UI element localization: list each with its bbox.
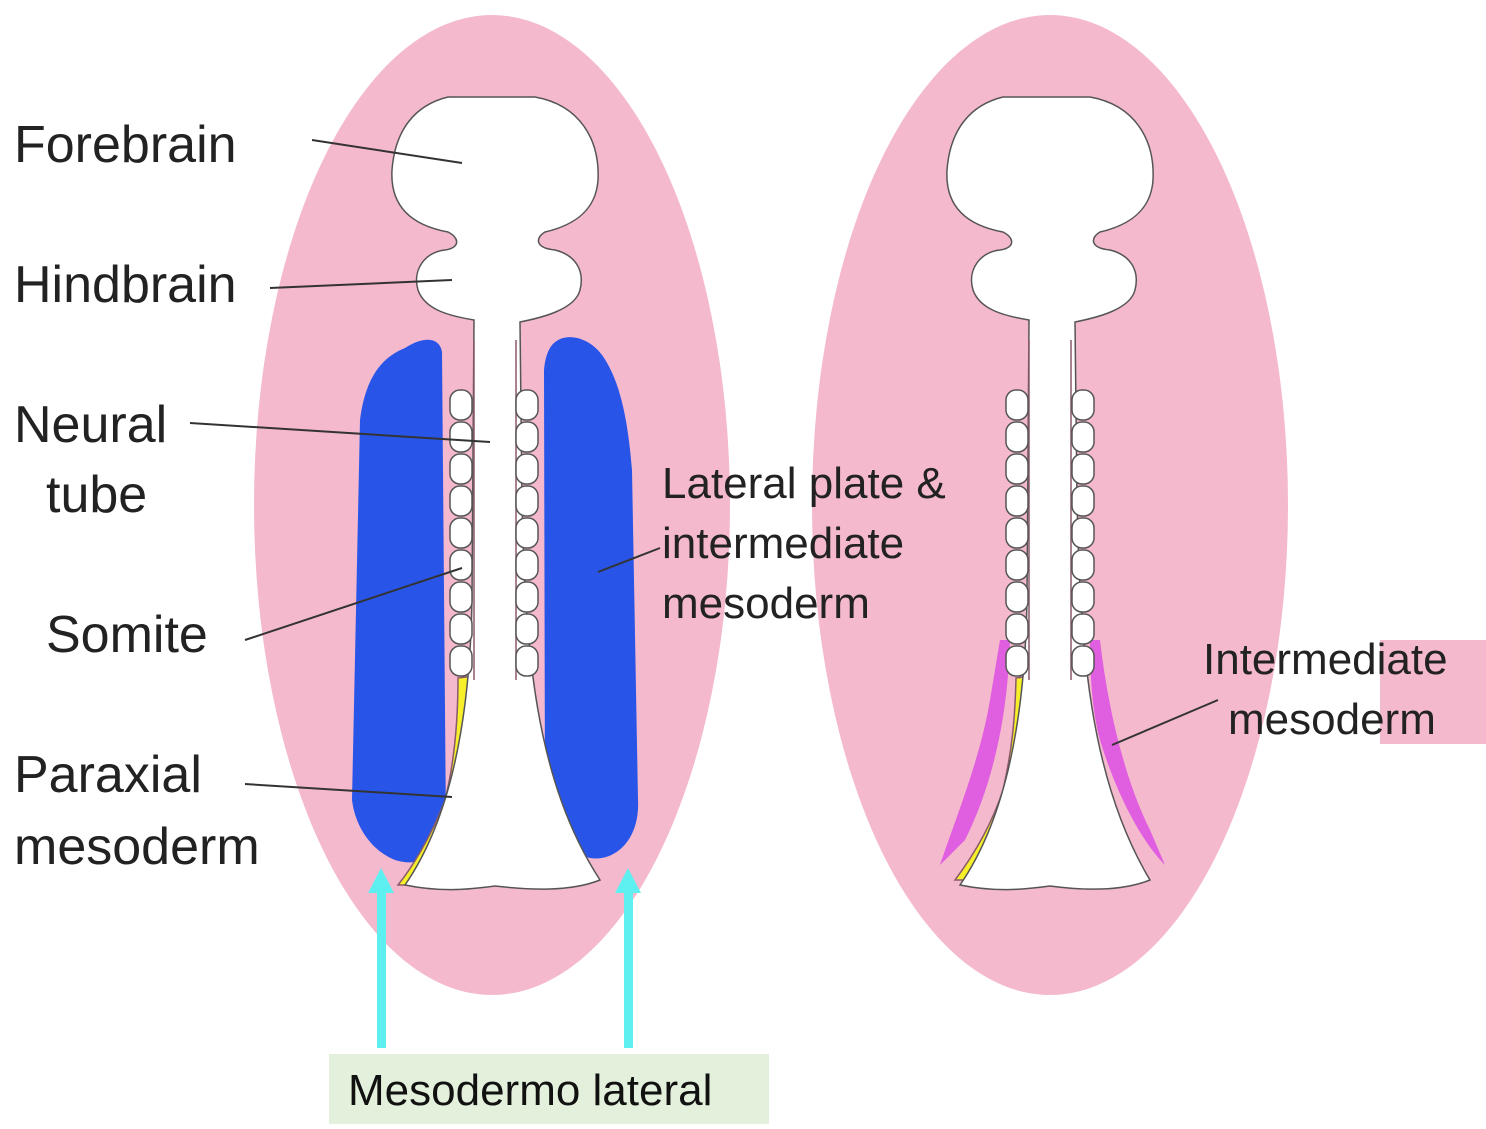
label-neural: Neural	[14, 396, 167, 454]
label-lateral-plate: Lateral plate &	[662, 459, 946, 508]
left-lateral-plate-left	[352, 340, 446, 863]
label-hindbrain: Hindbrain	[14, 256, 237, 314]
label-intermediate: Intermediate	[1203, 635, 1448, 684]
label-intermediate-mesoderm: mesoderm	[1228, 695, 1436, 744]
label-lateral-intermediate: intermediate	[662, 519, 904, 568]
label-somite: Somite	[46, 606, 208, 664]
label-paraxial: Paraxial	[14, 746, 202, 804]
left-embryo	[254, 15, 730, 995]
left-lateral-plate-right	[544, 337, 638, 858]
callout-label: Mesodermo lateral	[348, 1066, 712, 1116]
label-forebrain: Forebrain	[14, 116, 237, 174]
label-tube: tube	[46, 466, 147, 524]
label-lateral-mesoderm: mesoderm	[662, 579, 870, 628]
label-paraxial-mesoderm: mesoderm	[14, 818, 260, 876]
